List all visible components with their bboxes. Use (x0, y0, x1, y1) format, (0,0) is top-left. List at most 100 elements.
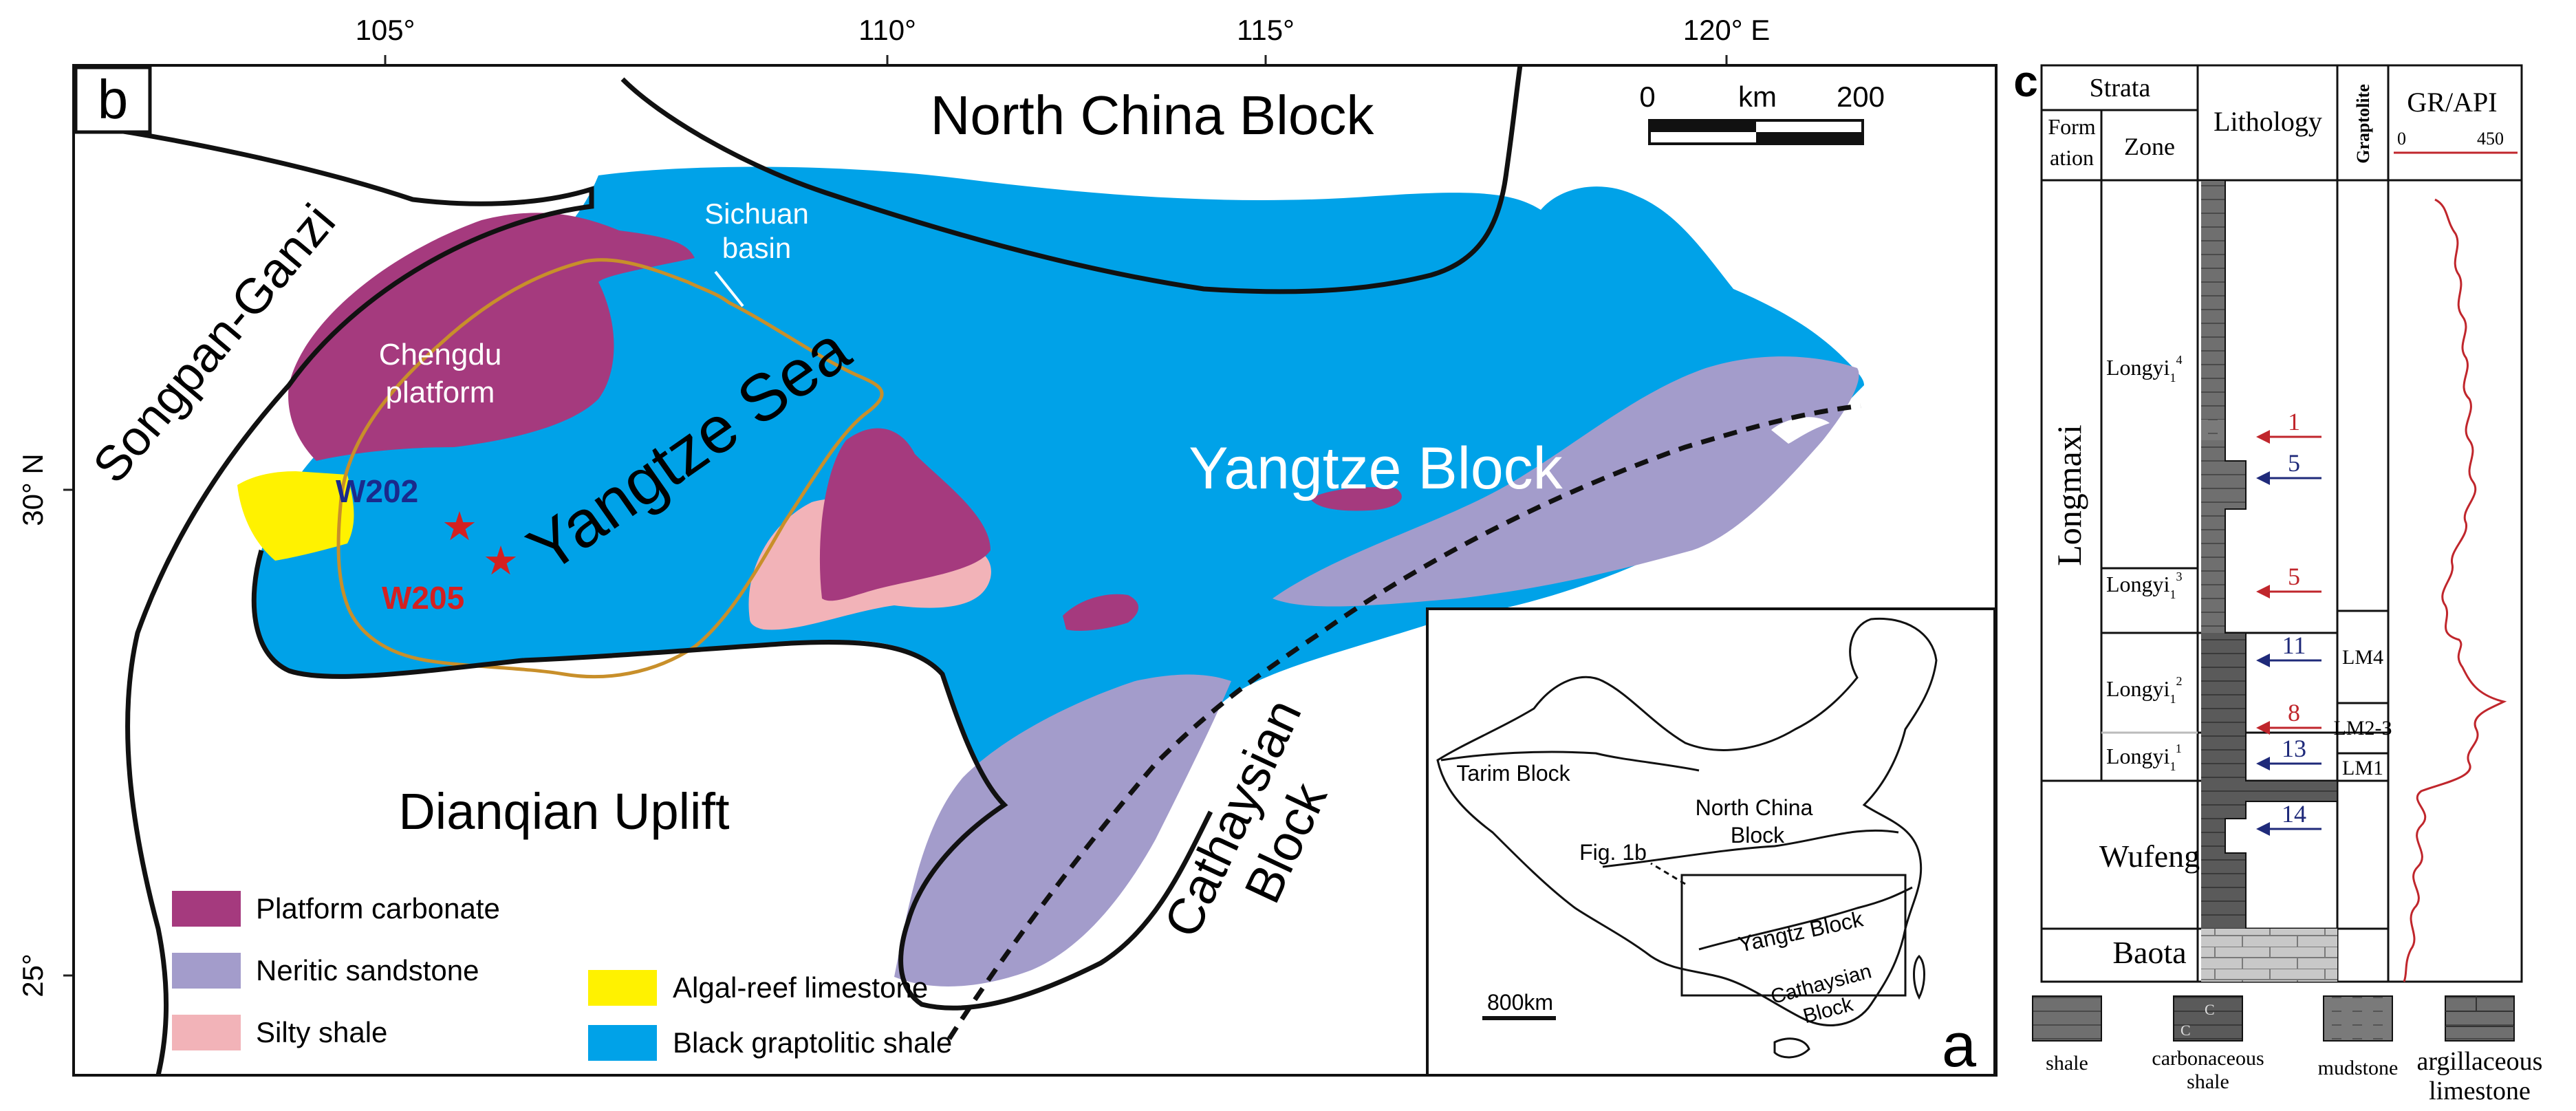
fig1b-extent-box (1680, 874, 1907, 997)
header-graptolite: Graptolite (2353, 84, 2373, 164)
column-c: c Strata Form ation Zone Lithology Gra (2013, 56, 2542, 1105)
lat-label-30: 30° N (17, 453, 49, 526)
inset-a-frame (1426, 607, 1996, 1077)
panel-b-label: b (98, 69, 129, 130)
lith-swatch-carbonaceous-c1: C (2205, 1001, 2215, 1018)
inset-scale-label: 800km (1487, 990, 1553, 1015)
north-china-boundary (620, 65, 1523, 294)
lith-swatch-carbonaceous-c2: C (2180, 1022, 2191, 1039)
sichuan-leader-line (714, 270, 744, 308)
legend-swatch-algal-reef (588, 970, 657, 1006)
lat-label-25: 25° (17, 953, 49, 997)
panel-c-label: c (2013, 56, 2038, 106)
legend-label-black-shale: Black graptolitic shale (673, 1026, 952, 1059)
header-lithology: Lithology (2214, 106, 2322, 137)
map-graticule-ticks (63, 55, 1728, 977)
map-notch (1771, 417, 1830, 444)
gr-curve (2403, 198, 2507, 982)
lithology-shale-mid (2201, 440, 2246, 633)
header-gr-api: GR/API (2407, 87, 2497, 118)
platform-carbonate-center (819, 428, 991, 601)
lon-label-110: 110° (858, 14, 916, 46)
header-zone: Zone (2124, 133, 2175, 160)
lon-label-115: 115° (1237, 14, 1295, 46)
lithology-limestone (2201, 929, 2337, 982)
formation-longmaxi: Longmaxi (2050, 424, 2088, 566)
inset-label-fig1b: Fig. 1b (1579, 840, 1647, 865)
label-north-china-block: North China Block (931, 85, 1375, 146)
lith-label-mudstone: mudstone (2318, 1057, 2399, 1079)
star-icon-w202: ★ (442, 504, 477, 549)
platform-carbonate-chengdu (288, 213, 695, 461)
panel-a-label: a (1942, 1011, 1977, 1080)
label-chengdu-platform-line1: Chengdu (379, 338, 502, 371)
header-gr-min: 0 (2397, 129, 2406, 149)
inset-label-north-china-line2: Block (1731, 823, 1785, 848)
star-icon-w205: ★ (483, 539, 519, 583)
sichuan-basin-outline (336, 258, 884, 679)
lith-label-shale: shale (2046, 1052, 2088, 1075)
china-outline (1436, 617, 1938, 1026)
lith-label-carbonaceous-line1: carbonaceous (2152, 1047, 2264, 1070)
lith-swatch-argillaceous (2445, 995, 2515, 1042)
lithology-shale-upper (2201, 180, 2225, 420)
sample-arrow-3: 5 (2256, 563, 2321, 598)
sample-label-5: 8 (2288, 699, 2300, 726)
sample-label-6: 13 (2282, 735, 2306, 762)
lith-label-argillaceous-line1: argillaceous (2417, 1047, 2543, 1076)
map-b-frame (72, 64, 1998, 1077)
inset-label-tarim: Tarim Block (1456, 761, 1570, 786)
sample-arrow-5: 8 (2256, 699, 2321, 735)
label-sichuan-basin-line2: basin (722, 232, 791, 264)
yangtze-inset-boundary (1698, 886, 1913, 951)
label-chengdu-platform-line2: platform (386, 376, 495, 409)
lithology-column (2201, 180, 2338, 982)
map-legend: Platform carbonate Neritic sandstone Sil… (172, 891, 952, 1061)
lithology-mudstone (2201, 420, 2225, 440)
label-dianqian-uplift: Dianqian Uplift (398, 783, 730, 840)
neritic-sandstone-east (1273, 356, 1859, 607)
lith-swatch-mudstone (2323, 995, 2393, 1042)
platform-carbonate-east (1310, 487, 1402, 511)
lithology-legend: shale C C carbonaceous shale mudstone ar… (2032, 995, 2543, 1105)
scale-bar (1648, 119, 1864, 145)
algal-reef-limestone-area (237, 471, 354, 561)
scale-0-label: 0 (1639, 80, 1655, 113)
scale-unit-label: km (1738, 80, 1777, 113)
legend-swatch-silty-shale (172, 1015, 241, 1050)
sample-label-4: 11 (2282, 632, 2306, 659)
zone-longyi-1-1: Longyi11 (2106, 742, 2182, 773)
sample-label-2: 5 (2288, 449, 2300, 477)
cathaysian-boundary (947, 403, 1861, 1040)
legend-label-platform-carbonate: Platform carbonate (256, 892, 500, 925)
legend-label-neritic-sandstone: Neritic sandstone (256, 954, 479, 986)
sample-arrow-4: 11 (2256, 632, 2321, 667)
map-b: 105° 110° 115° 120° E 30° N 25° (17, 14, 1998, 1077)
grapt-lm4: LM4 (2342, 646, 2383, 669)
label-sichuan-basin-line1: Sichuan (704, 197, 809, 230)
label-well-w205: W205 (382, 580, 464, 616)
lith-label-argillaceous-line2: limestone (2429, 1077, 2531, 1105)
lithology-wufeng (2201, 781, 2337, 929)
header-strata: Strata (2090, 74, 2151, 103)
lon-label-105: 105° (356, 14, 415, 46)
songpan-boundary (74, 121, 594, 1075)
hainan-island (1773, 1037, 1810, 1059)
inset-a: Fig. 1b Tarim Block North China Block Ya… (1426, 607, 1996, 1080)
lith-label-carbonaceous-line2: shale (2187, 1070, 2229, 1093)
lithology-outline (2201, 180, 2338, 929)
legend-label-algal-reef: Algal-reef limestone (673, 971, 928, 1004)
neritic-sandstone-south (894, 674, 1231, 986)
sample-label-3: 5 (2288, 563, 2300, 590)
sample-label-1: 1 (2288, 408, 2300, 435)
legend-swatch-neritic-sandstone (172, 953, 241, 989)
formation-baota: Baota (2112, 935, 2186, 970)
zone-longyi-1-4: Longyi14 (2106, 353, 2182, 385)
sample-arrows: 1 5 5 11 8 (2256, 408, 2321, 836)
zone-longyi-1-3: Longyi13 (2106, 570, 2182, 601)
lithology-carbonaceous (2201, 633, 2246, 781)
formation-wufeng: Wufeng (2099, 839, 2200, 874)
sample-arrow-6: 13 (2256, 735, 2321, 770)
header-formation-line1: Form (2048, 114, 2095, 139)
